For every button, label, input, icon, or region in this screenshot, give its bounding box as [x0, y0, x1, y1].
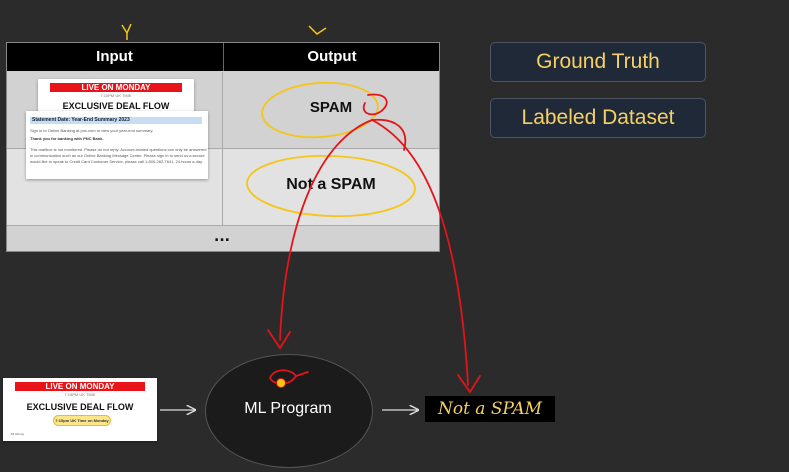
header-output: Output: [223, 43, 440, 71]
email-headline: EXCLUSIVE DEAL FLOW: [26, 402, 134, 412]
email-banner: LIVE ON MONDAY: [50, 83, 182, 92]
table-header: Input Output: [7, 43, 439, 71]
red-arrowhead-prediction: [457, 374, 481, 393]
more-rows-ellipsis: ...: [214, 229, 230, 245]
labeled-dataset-tag: Labeled Dataset: [490, 98, 706, 138]
statement-title: Statement Date: Year-End Summary 2023: [30, 117, 202, 124]
email-banner: LIVE ON MONDAY: [15, 382, 145, 391]
output-not-spam-label: Not a SPAM: [286, 176, 376, 193]
email-cta-pill: 7:15pm UK Time on Monday: [53, 415, 111, 426]
ground-truth-tag: Ground Truth: [490, 42, 706, 82]
red-arrowhead-program: [267, 329, 291, 349]
output-check-mark: [308, 25, 327, 35]
statement-line: Thank you for banking with PNC Bank.: [30, 136, 104, 141]
statement-line: Sign in to Online Banking at pnc.com to …: [30, 128, 154, 133]
row-divider: [7, 225, 439, 226]
email-footer: Mr Ronny: [11, 432, 25, 436]
email-subtext: 7:15PM UK TIME: [64, 392, 96, 397]
input-check-mark: [121, 23, 132, 40]
output-spam-label: SPAM: [309, 99, 353, 116]
email-headline: EXCLUSIVE DEAL FLOW: [62, 101, 170, 111]
statement-line: would like to speak to Credit Card Custo…: [30, 159, 203, 164]
statement-email-thumbnail: Statement Date: Year-End Summary 2023 Si…: [26, 111, 208, 179]
input-email-thumbnail: LIVE ON MONDAY 7:15PM UK TIME EXCLUSIVE …: [3, 378, 157, 441]
ml-program-label: ML Program: [244, 400, 332, 417]
header-input: Input: [96, 48, 133, 65]
statement-line: This mailbox is not monitored. Please do…: [30, 147, 207, 152]
prediction-output: Not a SPAM: [425, 396, 555, 422]
row-divider: [7, 148, 439, 149]
email-subtext: 7:15PM UK TIME: [100, 93, 132, 98]
statement-line: in communication such as our Online Bank…: [30, 153, 205, 158]
